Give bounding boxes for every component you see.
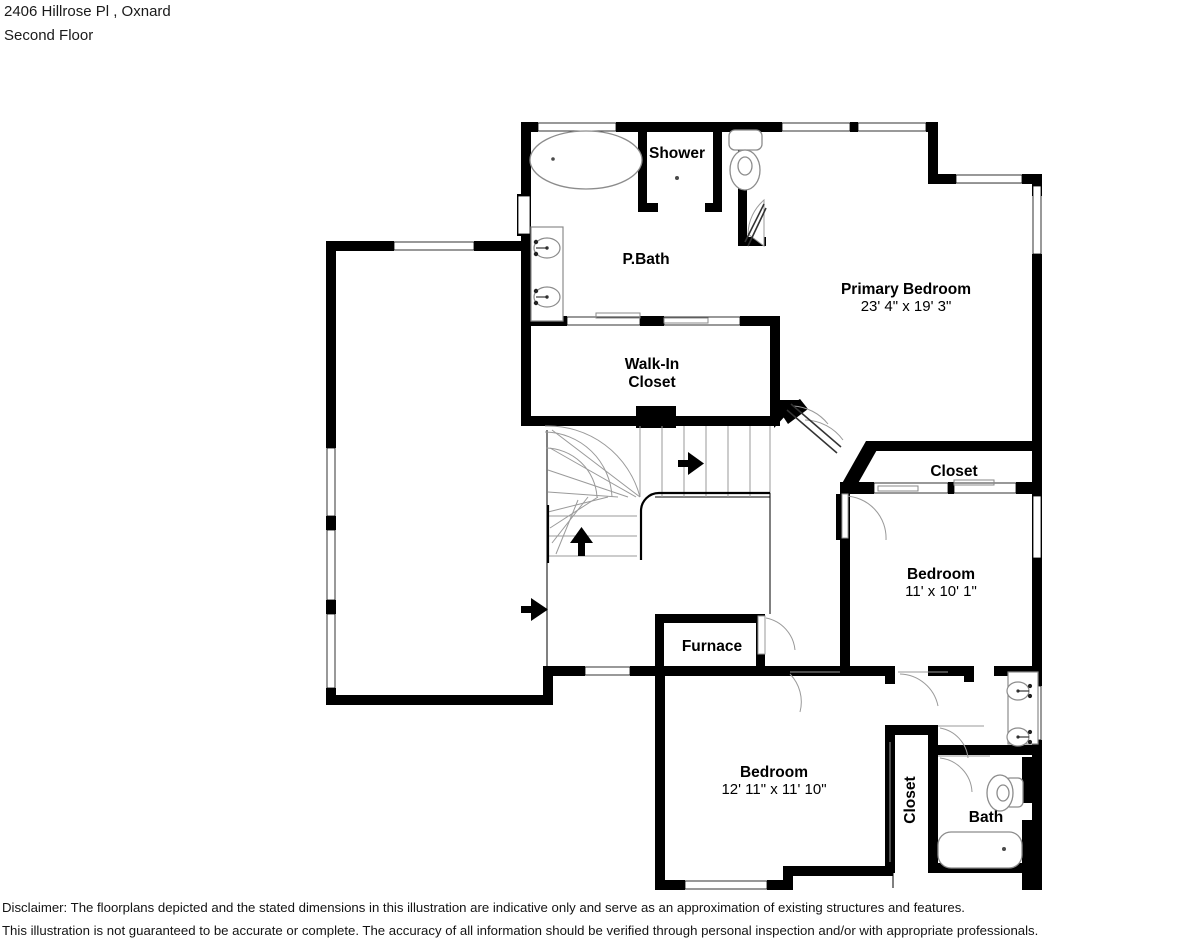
room-label-closet-upper-right: Closet xyxy=(930,463,977,480)
room-label-walk-in-closet-2: Closet xyxy=(628,374,675,391)
arrow-up xyxy=(570,527,593,556)
room-label-bedroom-right: Bedroom xyxy=(907,566,975,583)
door-furnace xyxy=(757,615,796,655)
door-bedroom-lower xyxy=(789,671,840,713)
floor-label: Second Floor xyxy=(4,27,94,44)
door-primary-bedroom xyxy=(786,403,844,454)
toilet-icon-bath xyxy=(986,774,1024,812)
oval-tub-icon xyxy=(529,130,643,190)
arrow-right-lower xyxy=(521,598,548,621)
room-label-bath: Bath xyxy=(969,809,1003,826)
room-label-bedroom-lower: Bedroom xyxy=(740,764,808,781)
shower-drain-icon xyxy=(675,176,679,180)
toilet-icon-primary xyxy=(728,129,763,191)
stair-treads-lower xyxy=(548,515,637,557)
door-closet-lower xyxy=(938,725,984,759)
stair-treads-straight xyxy=(639,426,771,497)
structural-walls xyxy=(326,122,1042,890)
door-toilet-room xyxy=(744,198,767,247)
room-label-closet-lower: Closet xyxy=(902,776,919,823)
room-labels: Shower P.Bath Primary Bedroom 23' 4" x 1… xyxy=(622,145,1003,826)
staircase xyxy=(521,425,771,621)
stair-direction-arrows xyxy=(521,452,704,621)
fixtures xyxy=(529,129,1039,869)
room-label-furnace: Furnace xyxy=(682,638,743,655)
room-dim-bedroom-right: 11' x 10' 1" xyxy=(905,583,977,600)
closet-sliding-doors xyxy=(595,312,995,492)
double-vanity-bath xyxy=(1006,671,1039,747)
page-footer: Disclaimer: The floorplans depicted and … xyxy=(2,896,1186,942)
room-dim-primary-bedroom: 23' 4" x 19' 3" xyxy=(861,298,952,315)
room-label-p-bath: P.Bath xyxy=(622,251,669,268)
arrow-right-upper xyxy=(678,452,704,475)
stair-stringer xyxy=(546,491,770,563)
room-label-walk-in-closet: Walk-In xyxy=(625,356,680,373)
rect-tub-icon xyxy=(937,831,1023,869)
door-hall-bath xyxy=(898,671,948,707)
property-address: 2406 Hillrose Pl , Oxnard xyxy=(4,3,171,20)
room-dim-bedroom-lower: 12' 11" x 11' 10" xyxy=(721,781,826,798)
door-bedroom-right xyxy=(841,493,887,541)
door-bath xyxy=(938,755,990,793)
room-label-shower: Shower xyxy=(649,145,705,162)
double-vanity-primary xyxy=(530,226,564,322)
page-header: 2406 Hillrose Pl , Oxnard Second Floor xyxy=(4,0,171,48)
disclaimer-line-2: This illustration is not guaranteed to b… xyxy=(2,923,1039,938)
disclaimer-line-1: Disclaimer: The floorplans depicted and … xyxy=(2,900,965,915)
window-openings xyxy=(327,123,1041,889)
room-label-primary-bedroom: Primary Bedroom xyxy=(841,281,971,298)
stair-treads-winder xyxy=(544,425,641,555)
doors xyxy=(744,198,990,862)
